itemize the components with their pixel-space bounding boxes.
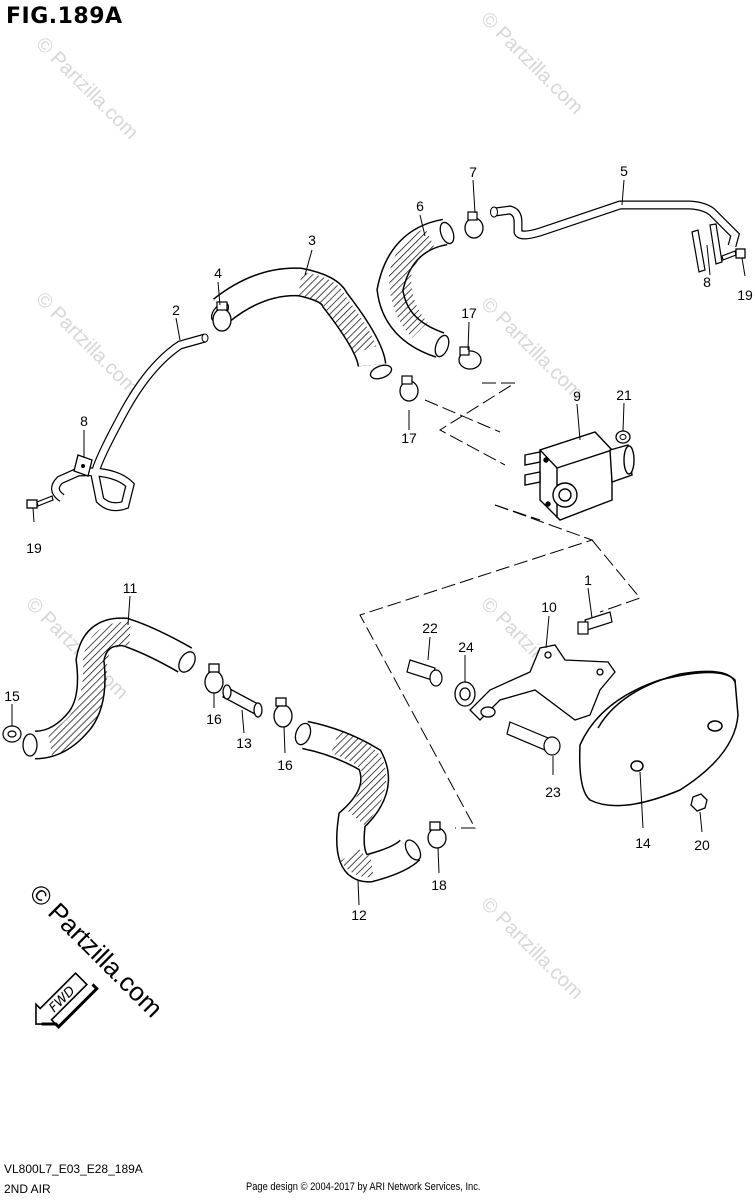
partzilla-watermark: © Partzilla.com <box>24 878 169 1023</box>
hose-12 <box>294 720 422 883</box>
joint-13 <box>222 684 263 718</box>
bolt-22 <box>406 659 443 687</box>
bolt-19-right <box>721 248 746 261</box>
callout-11: 11 <box>123 580 138 596</box>
assembly-leaders <box>359 382 641 829</box>
pipe-5 <box>490 200 741 248</box>
callout-16-right: 16 <box>277 757 293 773</box>
watermark-text: © Partzilla.com <box>476 893 587 1004</box>
callout-23: 23 <box>545 784 561 800</box>
fwd-arrow-icon: FWD <box>35 971 99 1029</box>
clamp-16-left <box>204 663 224 694</box>
figure-code: VL800L7_E03_E28_189A <box>4 1162 143 1176</box>
figure-name: 2ND AIR <box>4 1182 51 1196</box>
callout-20: 20 <box>694 837 710 853</box>
callout-18: 18 <box>431 877 447 893</box>
clamp-16-right <box>273 697 293 728</box>
cover-14 <box>578 670 739 807</box>
watermark-text: © Partzilla.com <box>476 8 587 119</box>
callout-4: 4 <box>214 265 222 281</box>
hose-6 <box>376 218 455 358</box>
callout-17-upper: 17 <box>461 305 477 321</box>
callout-13: 13 <box>236 735 252 751</box>
clamp-17-lower <box>399 375 419 402</box>
clamp-plate-8-right <box>691 223 723 273</box>
callout-15: 15 <box>4 688 20 704</box>
callout-8: 8 <box>80 413 88 429</box>
callout-17-lower: 17 <box>401 430 417 446</box>
cap-21 <box>615 430 631 444</box>
watermark-text: © Partzilla.com <box>476 293 587 404</box>
valve-9 <box>524 431 635 521</box>
clamp-7 <box>464 211 484 239</box>
bolt-1 <box>577 611 613 635</box>
clamp-18 <box>427 821 447 849</box>
callout-5: 5 <box>620 163 628 179</box>
callout-22: 22 <box>422 620 438 636</box>
callout-10: 10 <box>541 599 557 615</box>
collar-24 <box>454 681 476 707</box>
callout-19-right: 19 <box>737 287 753 303</box>
callout-14: 14 <box>635 835 651 851</box>
watermark-text: © Partzilla.com <box>31 288 142 399</box>
callout-16-left: 16 <box>206 711 222 727</box>
bracket-10 <box>469 644 616 721</box>
callout-6: 6 <box>416 198 424 214</box>
clamp-17-upper <box>458 346 482 370</box>
clamp-plate-8 <box>73 454 93 477</box>
clamp-4 <box>212 301 232 332</box>
watermark-text: © Partzilla.com <box>31 33 142 144</box>
bolt-23 <box>506 721 561 756</box>
callout-numbers: 1 2 3 4 5 6 7 8 8 9 10 11 12 13 14 15 16… <box>4 163 753 923</box>
callout-24: 24 <box>458 639 474 655</box>
figure-title: FIG.189A <box>6 4 123 29</box>
callout-7: 7 <box>469 164 477 180</box>
callout-19: 19 <box>26 540 42 556</box>
callout-leaders <box>11 179 746 906</box>
bolt-19 <box>26 495 54 509</box>
copyright: Page design © 2004-2017 by ARI Network S… <box>246 1181 481 1193</box>
callout-2: 2 <box>172 302 180 318</box>
callout-1: 1 <box>584 572 592 588</box>
callout-21: 21 <box>616 387 632 403</box>
hose-3 <box>210 267 393 380</box>
callout-12: 12 <box>351 907 367 923</box>
pipe-2 <box>51 333 209 512</box>
callout-9: 9 <box>573 388 581 404</box>
callout-3: 3 <box>308 232 316 248</box>
nut-20 <box>690 793 708 812</box>
hose-11 <box>22 617 196 760</box>
callout-8-right: 8 <box>703 274 711 290</box>
cap-15 <box>2 725 22 743</box>
